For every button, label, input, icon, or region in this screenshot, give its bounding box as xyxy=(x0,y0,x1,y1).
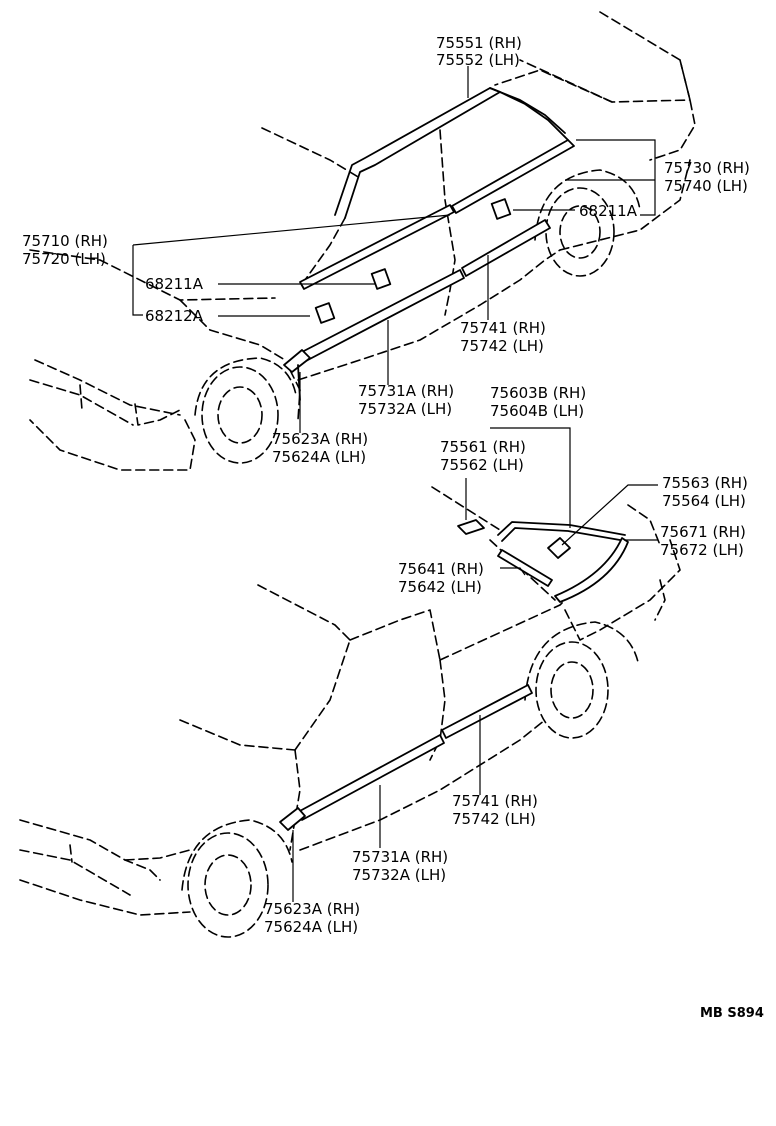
label-75603b: 75603B (RH) xyxy=(490,384,586,402)
label-75623a-bottom: 75623A (RH) xyxy=(264,900,360,918)
label-75562: 75562 (LH) xyxy=(440,456,524,474)
label-75642: 75642 (LH) xyxy=(398,578,482,596)
label-75624a-bottom: 75624A (LH) xyxy=(264,918,358,936)
label-68211a-rear: 68211A xyxy=(579,202,638,220)
label-75720: 75720 (LH) xyxy=(22,250,106,268)
label-75672: 75672 (LH) xyxy=(660,541,744,559)
figure-code: MB S894 xyxy=(700,1006,764,1021)
label-75731a-bottom: 75731A (RH) xyxy=(352,848,448,866)
label-75604b: 75604B (LH) xyxy=(490,402,584,420)
callout-labels: 75551 (RH) 75552 (LH) 75730 (RH) 75740 (… xyxy=(22,34,764,1021)
top-leaders xyxy=(132,66,656,433)
label-68211a-front: 68211A xyxy=(145,275,204,293)
label-75561: 75561 (RH) xyxy=(440,438,526,456)
label-75551: 75551 (RH) xyxy=(436,34,522,52)
label-75742-bottom: 75742 (LH) xyxy=(452,810,536,828)
label-75671: 75671 (RH) xyxy=(660,523,746,541)
label-75623a-top: 75623A (RH) xyxy=(272,430,368,448)
bottom-car-body xyxy=(19,486,681,938)
label-75564: 75564 (LH) xyxy=(662,492,746,510)
label-75741-top: 75741 (RH) xyxy=(460,319,546,337)
label-75730: 75730 (RH) xyxy=(664,159,750,177)
label-75740: 75740 (LH) xyxy=(664,177,748,195)
top-car-moldings xyxy=(283,87,575,401)
label-75641: 75641 (RH) xyxy=(398,560,484,578)
top-car-body xyxy=(29,11,696,471)
label-75732a-top: 75732A (LH) xyxy=(358,400,452,418)
label-75710: 75710 (RH) xyxy=(22,232,108,250)
label-75624a-top: 75624A (LH) xyxy=(272,448,366,466)
bottom-car-moldings xyxy=(279,519,629,831)
label-75731a-top: 75731A (RH) xyxy=(358,382,454,400)
label-75742-top: 75742 (LH) xyxy=(460,337,544,355)
label-75552: 75552 (LH) xyxy=(436,51,520,69)
label-75563: 75563 (RH) xyxy=(662,474,748,492)
bottom-leaders xyxy=(292,427,658,902)
label-68212a: 68212A xyxy=(145,307,204,325)
label-75732a-bottom: 75732A (LH) xyxy=(352,866,446,884)
label-75741-bottom: 75741 (RH) xyxy=(452,792,538,810)
